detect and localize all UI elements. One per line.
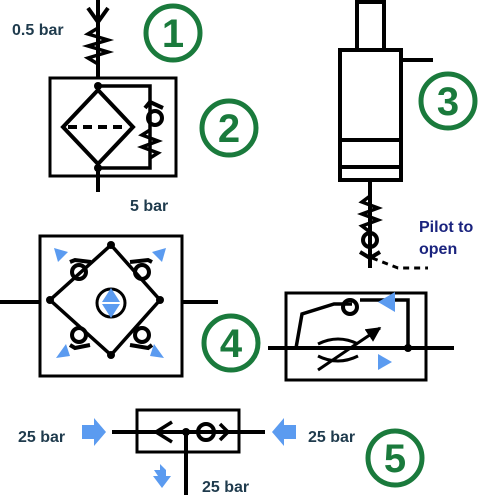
flow-arrows	[378, 292, 395, 370]
reducer-setting-label: 5 bar	[130, 198, 168, 215]
relief-setting-label: 0.5 bar	[12, 22, 64, 39]
badge-2: 2	[199, 98, 259, 158]
badge-4: 4	[201, 313, 261, 373]
svg-text:3: 3	[437, 80, 459, 124]
svg-text:1: 1	[162, 12, 184, 56]
svg-text:5: 5	[384, 437, 406, 481]
badge-3: 3	[418, 71, 478, 131]
svg-text:4: 4	[220, 322, 243, 366]
port-right-pressure-label: 25 bar	[308, 429, 355, 446]
cylinder-pilot-check-symbol	[338, 0, 433, 270]
junction-dot	[182, 428, 190, 436]
junction-dot	[107, 241, 115, 249]
junction-dot	[156, 296, 164, 304]
junction-dot	[404, 344, 412, 352]
junction-dot	[94, 164, 102, 172]
junction-dot	[94, 82, 102, 90]
svg-text:2: 2	[218, 107, 240, 151]
pilot-note-line1: Pilot to	[419, 219, 473, 236]
junction-dot	[107, 351, 115, 359]
flow-control-valve-symbol	[268, 291, 454, 382]
junction-dot	[46, 296, 54, 304]
badge-5: 5	[365, 428, 425, 488]
badge-1: 1	[143, 3, 203, 63]
filter-with-bypass-symbol	[48, 0, 178, 192]
port-left-pressure-label: 25 bar	[18, 429, 65, 446]
flow-arrows	[54, 248, 166, 358]
pilot-note-line2: open	[419, 241, 457, 258]
port-bottom-pressure-label: 25 bar	[202, 479, 249, 495]
flow-arrows	[82, 418, 296, 488]
